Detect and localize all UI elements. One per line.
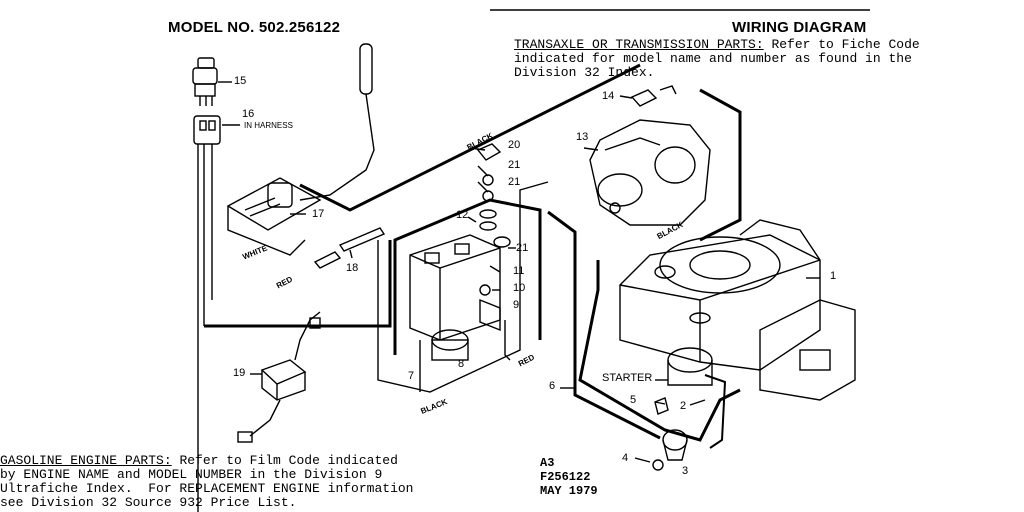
starter-motor [667, 347, 713, 386]
transaxle-line2: indicated for model name and number as f… [514, 51, 912, 66]
transaxle-13 [589, 119, 711, 226]
label-14: 14 [602, 90, 615, 102]
leader-21b [477, 181, 489, 193]
label-10: 10 [513, 282, 526, 294]
transaxle-line1: Refer to Fiche Code [763, 37, 920, 52]
code-line3: MAY 1979 [540, 484, 598, 498]
cable-6 [547, 210, 661, 440]
code-line1: A3 [540, 456, 555, 470]
bolt-stack-20-21 [476, 143, 502, 231]
battery-frame [377, 181, 549, 393]
label-4: 4 [622, 452, 629, 464]
label-21b: 21 [508, 176, 521, 188]
engine-note: GASOLINE ENGINE PARTS: Refer to Film Cod… [0, 454, 413, 510]
label-5: 5 [630, 394, 637, 406]
bolt-5 [654, 397, 669, 415]
solenoid-8 [431, 329, 469, 361]
label-18: 18 [346, 262, 359, 274]
label-starter: STARTER [602, 372, 653, 384]
leader-4 [634, 457, 651, 463]
label-6: 6 [549, 380, 556, 392]
key-switch-15 [192, 57, 218, 106]
charger-19 [237, 311, 321, 443]
wire-2 [704, 374, 727, 449]
label-in-harness: IN HARNESS [244, 121, 293, 130]
engine-heading: GASOLINE ENGINE PARTS: [0, 453, 172, 468]
label-17: 17 [312, 208, 325, 220]
label-21a: 21 [508, 159, 521, 171]
label-8: 8 [458, 358, 465, 370]
engine-1 [619, 219, 856, 401]
nut-21 [493, 236, 511, 248]
code-line2: F256122 [540, 470, 591, 484]
diagram-title: WIRING DIAGRAM [732, 19, 867, 36]
red-wire-right [504, 320, 511, 361]
leader-20 [469, 147, 486, 151]
terminal-9 [479, 298, 501, 332]
leader-18 [349, 249, 353, 259]
engine-line1: Refer to Film Code indicated [171, 453, 398, 468]
switch-14 [630, 85, 677, 107]
connector-18 [313, 227, 386, 269]
black-wire-transaxle [699, 88, 742, 242]
label-15: 15 [234, 75, 247, 87]
code-block: A3 F256122 MAY 1979 [540, 456, 598, 498]
leader-2 [689, 399, 706, 406]
label-16: 16 [242, 108, 255, 120]
black-wire-top [299, 63, 641, 212]
battery-wire-loop [393, 198, 542, 355]
label-12: 12 [456, 209, 469, 221]
model-number: MODEL NO. 502.256122 [168, 19, 341, 36]
leader-12 [467, 216, 477, 223]
engine-line4: see Division 32 Source 932 Price List. [0, 495, 297, 510]
label-19: 19 [233, 367, 246, 379]
red-wire-left [204, 240, 392, 328]
black-wire-engine [578, 260, 741, 442]
leader-11 [489, 265, 501, 273]
label-21c: 21 [516, 242, 529, 254]
label-13: 13 [576, 131, 589, 143]
nut-10 [479, 284, 491, 296]
nut-4 [652, 459, 664, 471]
harness-connector-16 [193, 115, 221, 145]
solenoid-3 [662, 429, 688, 461]
label-11: 11 [513, 265, 525, 277]
engine-line3: Ultrafiche Index. For REPLACEMENT ENGINE… [0, 481, 414, 496]
label-3: 3 [682, 465, 689, 477]
label-1: 1 [830, 270, 837, 282]
switch-bracket-17 [226, 177, 322, 231]
leader-5 [654, 401, 666, 405]
label-9: 9 [513, 299, 520, 311]
leader-14 [619, 95, 633, 99]
transaxle-heading: TRANSAXLE OR TRANSMISSION PARTS: [514, 37, 764, 52]
control-lever [299, 43, 375, 201]
leader-21a [477, 165, 489, 177]
label-7: 7 [408, 370, 415, 382]
engine-line2: by ENGINE NAME and MODEL NUMBER in the D… [0, 467, 383, 482]
white-wire [227, 206, 306, 256]
label-20: 20 [508, 139, 521, 151]
leader-13 [583, 147, 599, 151]
label-2: 2 [680, 400, 687, 412]
